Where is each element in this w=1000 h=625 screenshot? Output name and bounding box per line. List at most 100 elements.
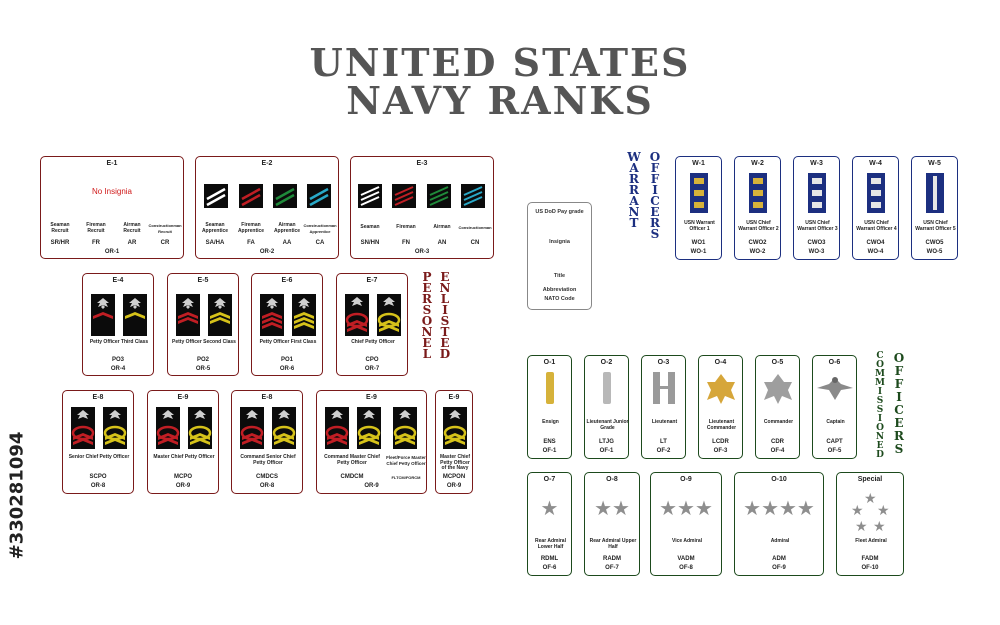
rank-title: Fireman [396,224,416,230]
grade-label: W-2 [751,160,764,167]
nato-code: OR-8 [90,483,106,489]
nato-code: OR-9 [446,483,462,489]
warrant-insignia [867,173,885,213]
grade-label: W-1 [692,160,705,167]
grade-label: E-6 [281,277,293,284]
rating-badge-gold [377,294,401,341]
rating-badge-gold [292,294,316,341]
rank-title: Chief Petty Officer [351,339,395,345]
rank-abbr: FN [402,240,410,246]
rank-title: Constructionman Apprentice [303,223,337,234]
rating-badge-red [325,407,349,454]
star-insignia: ★ [540,498,559,520]
rating-badge-gold [357,407,381,454]
legend-card: US DoD Pay grade Insignia Title Abbrevia… [527,202,592,310]
rank-abbr: FR [92,240,100,246]
rating-badge-red [91,294,115,341]
legend-nato: NATO Code [544,296,575,302]
nato-code: WO-1 [690,249,707,255]
grade-label: E-2 [261,160,273,167]
rank-abbr: CPO [365,357,379,363]
nato-code: OR-6 [279,366,295,372]
grade-label: E-9 [177,394,189,401]
stripe-insignia-blue [461,184,485,208]
rank-abbr: MCPO [174,474,192,480]
rank-title: Senior Chief Petty Officer [68,454,130,460]
rank-abbr: CMDCM [340,474,364,480]
rank-abbr: SA/HA [205,240,225,246]
stripe-insignia-red [392,184,416,208]
rank-title: Petty Officer Second Class [172,339,236,345]
warrant-insignia [926,173,944,213]
star-insignia: ★★★ [659,498,713,520]
legend-insignia: Insignia [549,239,570,245]
grade-label: E-4 [112,277,124,284]
stripe-insignia-red [239,184,263,208]
rank-abbr: CWO2 [748,240,767,246]
grade-label: W-5 [928,160,941,167]
rating-badge-gold [443,407,467,454]
stripe-insignia-green [427,184,451,208]
grade-label: O-8 [606,476,618,483]
grade-label: O-7 [543,476,556,483]
rank-abbr: LTJG [599,439,614,445]
legend-title: Title [553,273,566,279]
rank-title: Petty Officer Third Class [89,339,149,345]
rank-abbr: LT [660,439,667,445]
grade-label: O-2 [600,359,613,366]
rank-abbr: AA [282,240,292,246]
rank-title: Rear Admiral Upper Half [589,538,637,550]
rank-title: Command Senior Chief Petty Officer [240,454,296,466]
nato-code: WO-5 [926,249,943,255]
svg-text:★: ★ [873,518,886,534]
rank-title: USN Chief Warrant Officer 3 [797,220,838,232]
grade-label: W-4 [869,160,882,167]
rank-title: Airman Apprentice [273,222,301,234]
nato-code: OR-9 [175,483,191,489]
nato-code: OF-10 [861,565,879,571]
grade-label: E-8 [92,394,104,401]
rank-title: Seaman [360,224,380,230]
grade-label: O-5 [771,359,784,366]
nato-code: WO-2 [749,249,766,255]
stock-id-text: #330281094 [6,431,28,560]
svg-text:★: ★ [855,518,868,534]
rank-title: Ensign [542,419,559,425]
nato-code: OR-4 [110,366,126,372]
rank-title: Airman [433,224,451,230]
rank-title: Lieutenant [651,419,678,425]
rank-abbr: CAPT [826,439,843,445]
rank-title: Seaman Apprentice [201,222,229,234]
grade-label: E-7 [366,277,378,284]
legend-abbreviation: Abbreviation [542,287,577,293]
rank-title: USN Chief Warrant Officer 5 [915,220,956,232]
rank-title: Fireman Recruit [86,222,106,234]
rank-abbr: AR [127,240,137,246]
page-title-line2: NAVY RANKS [346,78,654,123]
nato-code: OF-9 [772,565,786,571]
rank-card-e1: E-1 No Insignia Seaman Recruit Fireman R… [40,156,184,259]
rank-abbr: CN [470,240,480,246]
grade-label: E-8 [261,394,273,401]
nato-code: OR-9 [364,483,379,489]
rank-title: Constructionman Recruit [148,223,182,234]
rank-abbr: CMDCS [256,474,278,480]
stripe-insignia-blue [307,184,331,208]
rank-abbr: SN/HN [360,240,380,246]
nato-code: WO-4 [867,249,884,255]
